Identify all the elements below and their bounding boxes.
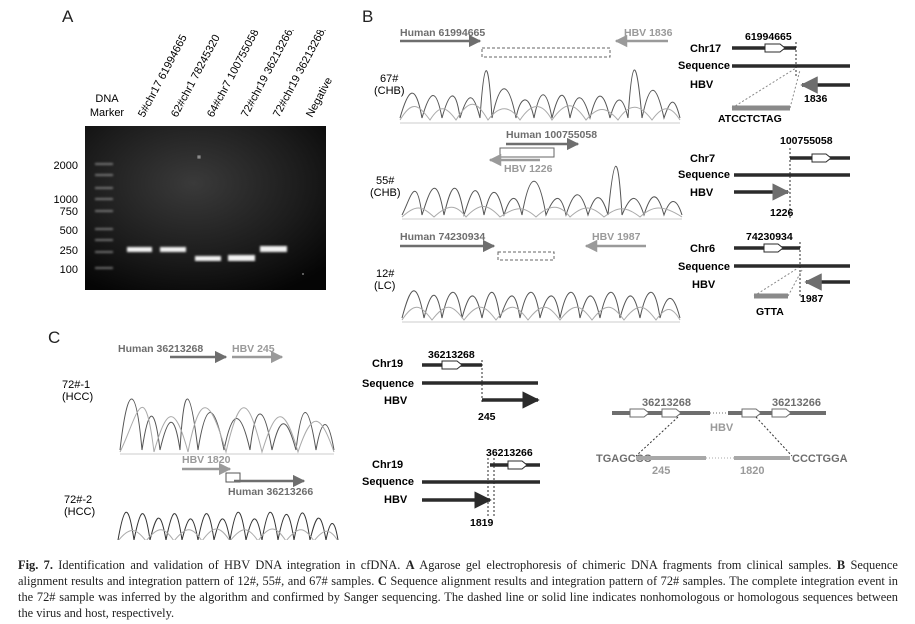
sample-group: (HCC) (64, 506, 95, 518)
sequence-label: Sequence (678, 60, 730, 72)
c-row-72-1: Human 36213268 HBV 245 72#-1 (HCC) Chr19… (62, 343, 540, 455)
hbv-position: 1836 (804, 93, 828, 105)
hbv-position: 1226 (770, 207, 794, 219)
hbv-track-label: HBV (384, 395, 408, 407)
gel-lane-label: Negative (304, 75, 335, 119)
hbv-position-label: HBV 245 (232, 343, 275, 355)
human-position-label: Human 61994665 (400, 27, 485, 39)
hbv-position-label: HBV 1226 (504, 163, 553, 175)
ladder-label: 500 (60, 225, 78, 237)
sequence-label: Sequence (678, 261, 730, 273)
gel-figure: DNA Marker 5#chr17 61994665 62#chr1 7824… (54, 30, 335, 290)
sample-group: (CHB) (374, 85, 405, 97)
chromosome-position: 36213266 (486, 447, 533, 459)
sample-id: 72#-2 (64, 494, 92, 506)
chromosome-label: Chr7 (690, 153, 715, 165)
sequence-label: Sequence (362, 476, 414, 488)
caption-c-marker: C (377, 574, 387, 588)
chromosome-position: 100755058 (780, 135, 833, 147)
gel-image (85, 126, 326, 290)
sample-id: 55# (376, 175, 395, 187)
human-position-label: Human 36213268 (118, 343, 203, 355)
hbv-position: 245 (478, 411, 496, 423)
caption-b-marker: B (836, 558, 846, 572)
hbv-track-label: HBV (384, 494, 408, 506)
caption-c-text: Sequence alignment results and integrati… (18, 574, 898, 620)
summary-left-position: 36213268 (642, 397, 691, 409)
panel-label-a: A (62, 7, 74, 26)
caption-b-text: Sequence alignment results and integrati… (18, 558, 898, 588)
sample-group: (LC) (374, 280, 395, 292)
panel-label-c: C (48, 328, 61, 347)
human-position-label: Human 100755058 (506, 129, 597, 141)
sample-id: 12# (376, 268, 395, 280)
summary-right-seq: CCCTGGA (792, 453, 848, 465)
figure-caption: Fig. 7. Identification and validation of… (18, 557, 898, 621)
hbv-track-label: HBV (690, 187, 714, 199)
hbv-position: 1819 (470, 517, 494, 529)
chromosome-label: Chr17 (690, 43, 721, 55)
b-row-55: Human 100755058 HBV 1226 55# (CHB) 10075… (370, 129, 850, 220)
sample-group: (CHB) (370, 187, 401, 199)
ladder-label: 750 (60, 206, 78, 218)
sample-id: 67# (380, 73, 399, 85)
chromatogram-trace (117, 511, 339, 540)
chromosome-label: Chr19 (372, 358, 403, 370)
chromatogram-trace (119, 398, 335, 451)
ladder-label: 1000 (54, 194, 78, 206)
sample-group: (HCC) (62, 391, 93, 403)
summary-hbv-label: HBV (710, 422, 734, 434)
panel-b-figure: Human 61994665 HBV 1836 67# (CHB) Chr17 … (370, 27, 850, 323)
c-row-72-2: HBV 1820 Human 36213266 72#-2 (HCC) 3621… (64, 447, 540, 540)
hbv-position: 1987 (800, 293, 824, 305)
gel-marker-header-2: Marker (90, 107, 125, 119)
chromosome-position: 61994665 (745, 31, 792, 43)
caption-a-marker: A (405, 558, 415, 572)
caption-a-text: Agarose gel electrophoresis of chimeric … (419, 558, 832, 572)
insert-sequence: ATCCTCTAG (718, 113, 782, 125)
ladder-label: 250 (60, 245, 78, 257)
human-position-label: Human 36213266 (228, 486, 313, 498)
summary-right-position: 36213266 (772, 397, 821, 409)
chromosome-position: 74230934 (746, 231, 793, 243)
human-position-label: Human 74230934 (400, 231, 485, 243)
sample-bands (127, 246, 287, 261)
hbv-track-label: HBV (690, 79, 714, 91)
chromosome-label: Chr19 (372, 459, 403, 471)
sample-id: 72#-1 (62, 379, 90, 391)
hbv-position-label: HBV 1836 (624, 27, 673, 39)
b-row-12: Human 74230934 HBV 1987 12# (LC) 7423093… (374, 231, 850, 323)
sequence-label: Sequence (678, 169, 730, 181)
insert-sequence: GTTA (756, 306, 784, 318)
hbv-position-label: HBV 1987 (592, 231, 641, 243)
c-integration-summary: 36213268 36213266 HBV TGAGCCC CCCTGGA 24… (596, 397, 848, 477)
ladder-label: 100 (60, 264, 78, 276)
summary-hbv-end: 1820 (740, 465, 764, 477)
chromosome-label: Chr6 (690, 243, 715, 255)
ladder-bands (95, 163, 113, 269)
hbv-position-label: HBV 1820 (182, 454, 231, 466)
panel-label-b: B (362, 7, 374, 26)
ladder-label: 2000 (54, 160, 78, 172)
caption-intro: Identification and validation of HBV DNA… (58, 558, 401, 572)
sequence-label: Sequence (362, 378, 414, 390)
chromatogram-trace (401, 290, 681, 319)
summary-hbv-start: 245 (652, 465, 670, 477)
chromosome-position: 36213268 (428, 349, 475, 361)
chromatogram-trace (399, 69, 681, 120)
hbv-track-label: HBV (692, 279, 716, 291)
caption-label: Fig. 7. (18, 558, 53, 572)
b-row-67: Human 61994665 HBV 1836 67# (CHB) Chr17 … (374, 27, 850, 125)
gel-marker-header-1: DNA (95, 93, 119, 105)
panel-c-figure: Human 36213268 HBV 245 72#-1 (HCC) Chr19… (62, 343, 848, 540)
